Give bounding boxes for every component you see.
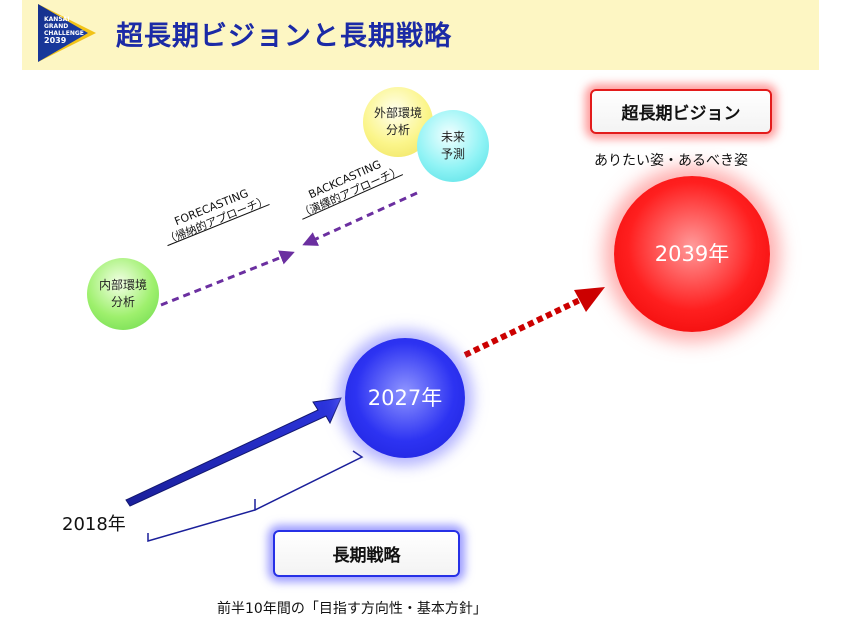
kgc-logo-icon <box>38 4 96 62</box>
year-2039-bubble: 2039年 <box>614 176 770 332</box>
first-half-description: 前半10年間の「目指す方向性・基本方針」 <box>217 601 487 617</box>
internal-environment-bubble: 内部環境 分析 <box>87 258 159 330</box>
year-2027-bubble: 2027年 <box>345 338 465 458</box>
period-bracket <box>147 450 364 542</box>
future-forecast-bubble: 未来 予測 <box>417 110 489 182</box>
vision-arrow-head <box>574 287 605 312</box>
logo-text: KANSAI GRAND CHALLENGE 2039 <box>44 16 84 45</box>
header-bar <box>22 0 819 70</box>
logo-line-3: CHALLENGE <box>44 30 84 37</box>
backcasting-arrow <box>302 191 418 246</box>
page-title: 超長期ビジョンと長期戦略 <box>116 21 452 52</box>
long-term-vision-label: 超長期ビジョン <box>590 89 772 134</box>
start-year-label: 2018年 <box>62 514 126 535</box>
vision-dotted-arrow <box>463 296 584 358</box>
logo-line-4: 2039 <box>44 36 67 45</box>
long-term-strategy-label: 長期戦略 <box>273 530 460 577</box>
logo-line-1: KANSAI <box>44 16 70 23</box>
vision-subtitle: ありたい姿・あるべき姿 <box>594 153 748 169</box>
growth-arrow <box>125 397 342 507</box>
forecasting-arrow <box>160 250 295 307</box>
logo-line-2: GRAND <box>44 23 69 30</box>
external-environment-bubble: 外部環境 分析 <box>363 87 433 157</box>
